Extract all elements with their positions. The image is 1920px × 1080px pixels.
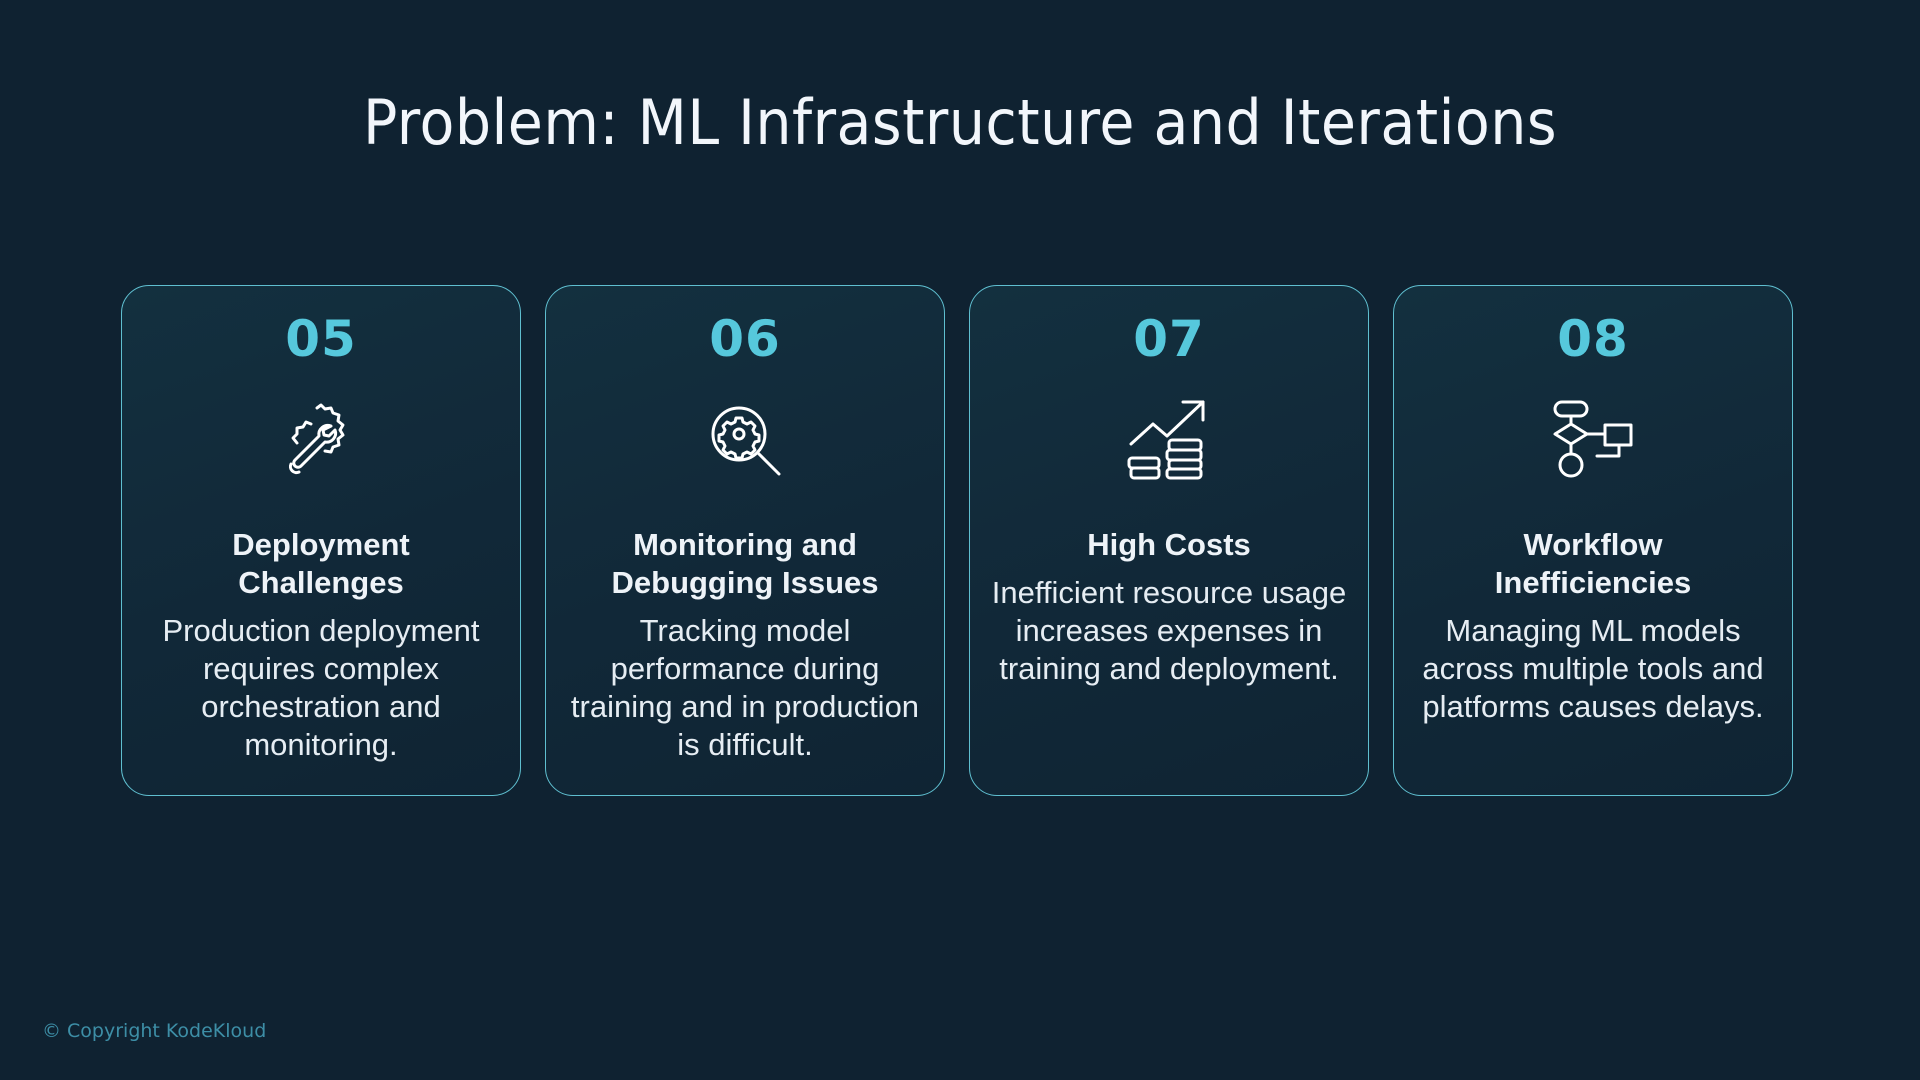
copyright-footer: © Copyright KodeKloud <box>42 1020 267 1042</box>
page-title: Problem: ML Infrastructure and Iteration… <box>362 86 1558 159</box>
gear-magnifier-icon <box>703 398 787 482</box>
rising-costs-icon <box>1127 398 1211 482</box>
card-monitoring-debugging: 06 Monitoring and Debugging Issues Track… <box>545 285 945 796</box>
card-high-costs: 07 High Costs Inefficient resource usage… <box>969 285 1369 796</box>
card-heading: High Costs <box>1087 527 1251 562</box>
card-description: Production deployment requires complex o… <box>162 613 480 762</box>
flowchart-icon <box>1551 398 1635 482</box>
gear-wrench-icon <box>279 398 363 482</box>
card-number: 07 <box>1133 310 1205 368</box>
card-description: Tracking model performance during traini… <box>570 613 920 762</box>
card-workflow-inefficiencies: 08 Workflow Inefficiencies Managing ML m… <box>1393 285 1793 796</box>
card-number: 06 <box>709 310 781 368</box>
card-heading: Deployment Challenges <box>232 527 410 600</box>
card-number: 05 <box>285 310 357 368</box>
card-description: Managing ML models across multiple tools… <box>1422 613 1764 724</box>
card-deployment-challenges: 05 Deployment Challenges Production depl… <box>121 285 521 796</box>
card-description: Inefficient resource usage increases exp… <box>991 575 1347 686</box>
card-heading: Workflow Inefficiencies <box>1494 527 1692 600</box>
problem-cards: 05 Deployment Challenges Production depl… <box>121 285 1793 796</box>
card-heading: Monitoring and Debugging Issues <box>611 527 879 600</box>
card-number: 08 <box>1557 310 1629 368</box>
